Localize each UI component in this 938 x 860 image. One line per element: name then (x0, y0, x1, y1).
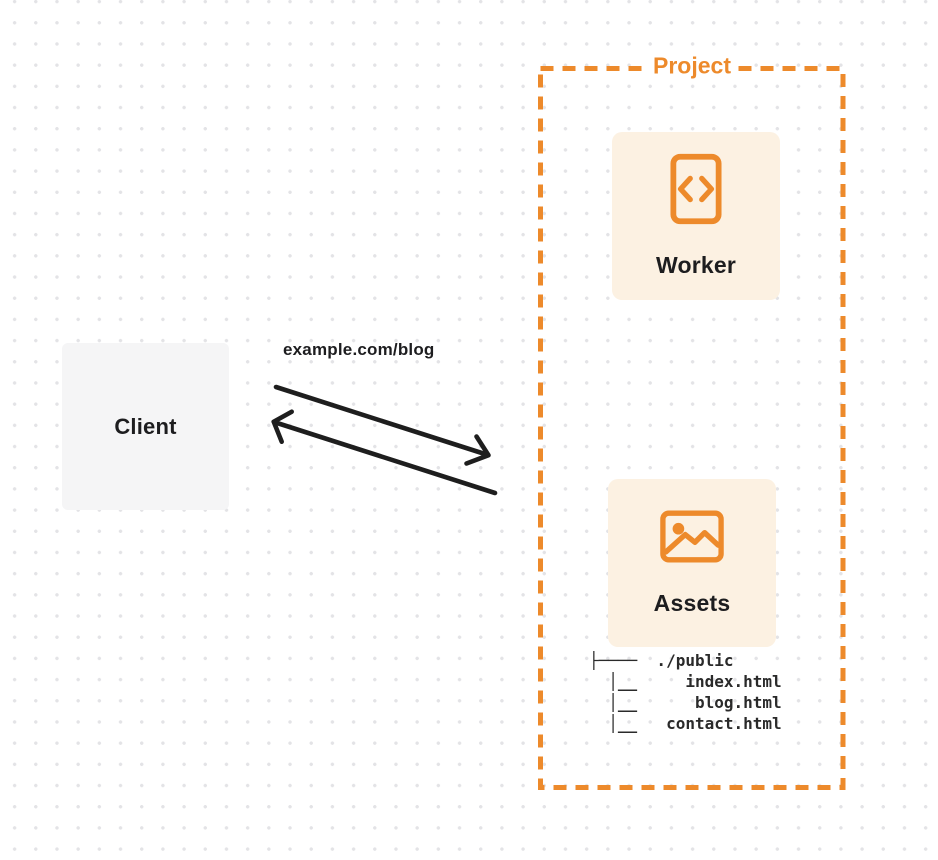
assets-label: Assets (653, 589, 731, 616)
response-arrow (271, 409, 498, 496)
file-tree-item: │__ contact.html (589, 714, 782, 733)
worker-label: Worker (655, 252, 737, 278)
image-icon (660, 510, 724, 568)
file-tree-item: │__ index.html (589, 672, 782, 691)
assets-file-tree: ├──── ./public │__ index.html │__ blog.h… (589, 650, 782, 734)
request-arrowhead (464, 434, 491, 466)
project-boundary (538, 66, 846, 790)
client-label: Client (114, 413, 177, 439)
file-tree-item: │__ blog.html (589, 693, 782, 712)
assets-node: Assets (608, 479, 776, 647)
file-tree-root: ├──── ./public (589, 651, 734, 670)
project-title: Project (646, 52, 738, 80)
client-node: Client (62, 343, 229, 510)
request-url-label: example.com/blog (283, 340, 435, 359)
response-arrowhead (271, 409, 294, 444)
code-document-icon (670, 153, 722, 230)
worker-node: Worker (612, 132, 780, 300)
request-arrow (273, 384, 491, 466)
